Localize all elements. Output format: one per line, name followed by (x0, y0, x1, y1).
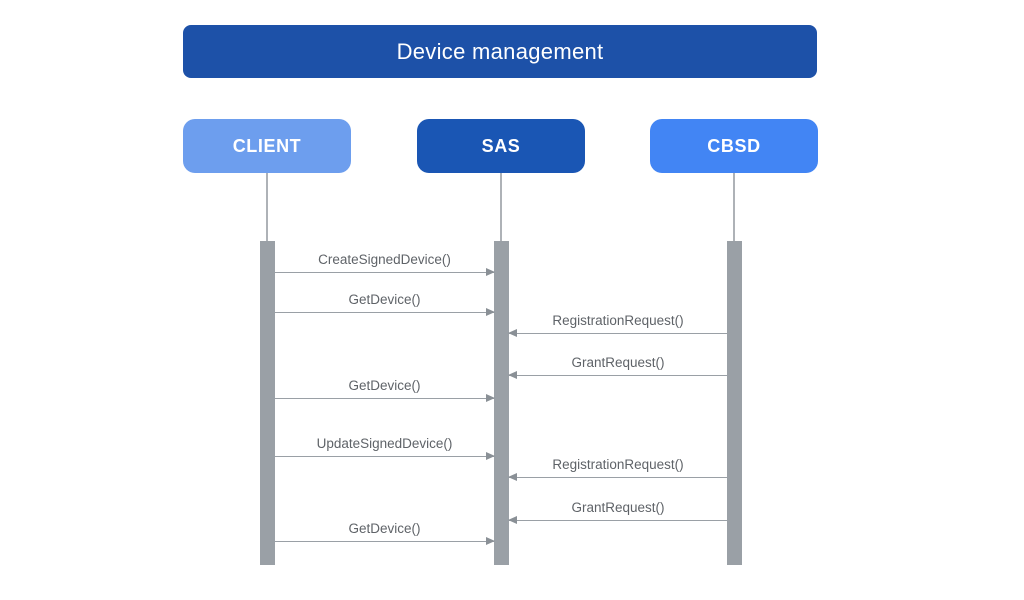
message-label: GrantRequest() (571, 355, 665, 370)
lifeline-cbsd (733, 173, 735, 241)
message-label: GrantRequest() (571, 500, 665, 515)
message-arrow (508, 516, 727, 524)
message-label: GetDevice() (348, 378, 421, 393)
message-arrow (508, 371, 727, 379)
message-arrow (508, 473, 727, 481)
arrowhead-right-icon (486, 308, 495, 316)
actor-sas: SAS (417, 119, 585, 173)
message-arrow (275, 452, 495, 460)
arrowhead-right-icon (486, 452, 495, 460)
arrowhead-right-icon (486, 537, 495, 545)
lifeline-sas (500, 173, 502, 241)
diagram-title: Device management (183, 25, 817, 78)
message-label: GetDevice() (348, 292, 421, 307)
lifeline-client (266, 173, 268, 241)
message-label: UpdateSignedDevice() (316, 436, 453, 451)
message-label: CreateSignedDevice() (318, 252, 451, 267)
message-arrow (508, 329, 727, 337)
arrowhead-right-icon (486, 394, 495, 402)
message-label: RegistrationRequest() (552, 313, 684, 328)
activation-bar-cbsd (727, 241, 742, 565)
message-arrow (275, 268, 495, 276)
message-label: GetDevice() (348, 521, 421, 536)
activation-bar-sas (494, 241, 509, 565)
arrowhead-left-icon (508, 516, 517, 524)
message-arrow (275, 308, 495, 316)
message-label: RegistrationRequest() (552, 457, 684, 472)
actor-cbsd: CBSD (650, 119, 818, 173)
message-arrow (275, 537, 495, 545)
arrowhead-left-icon (508, 329, 517, 337)
message-arrow (275, 394, 495, 402)
activation-bar-client (260, 241, 275, 565)
arrowhead-left-icon (508, 371, 517, 379)
actor-client: CLIENT (183, 119, 351, 173)
arrowhead-right-icon (486, 268, 495, 276)
arrowhead-left-icon (508, 473, 517, 481)
